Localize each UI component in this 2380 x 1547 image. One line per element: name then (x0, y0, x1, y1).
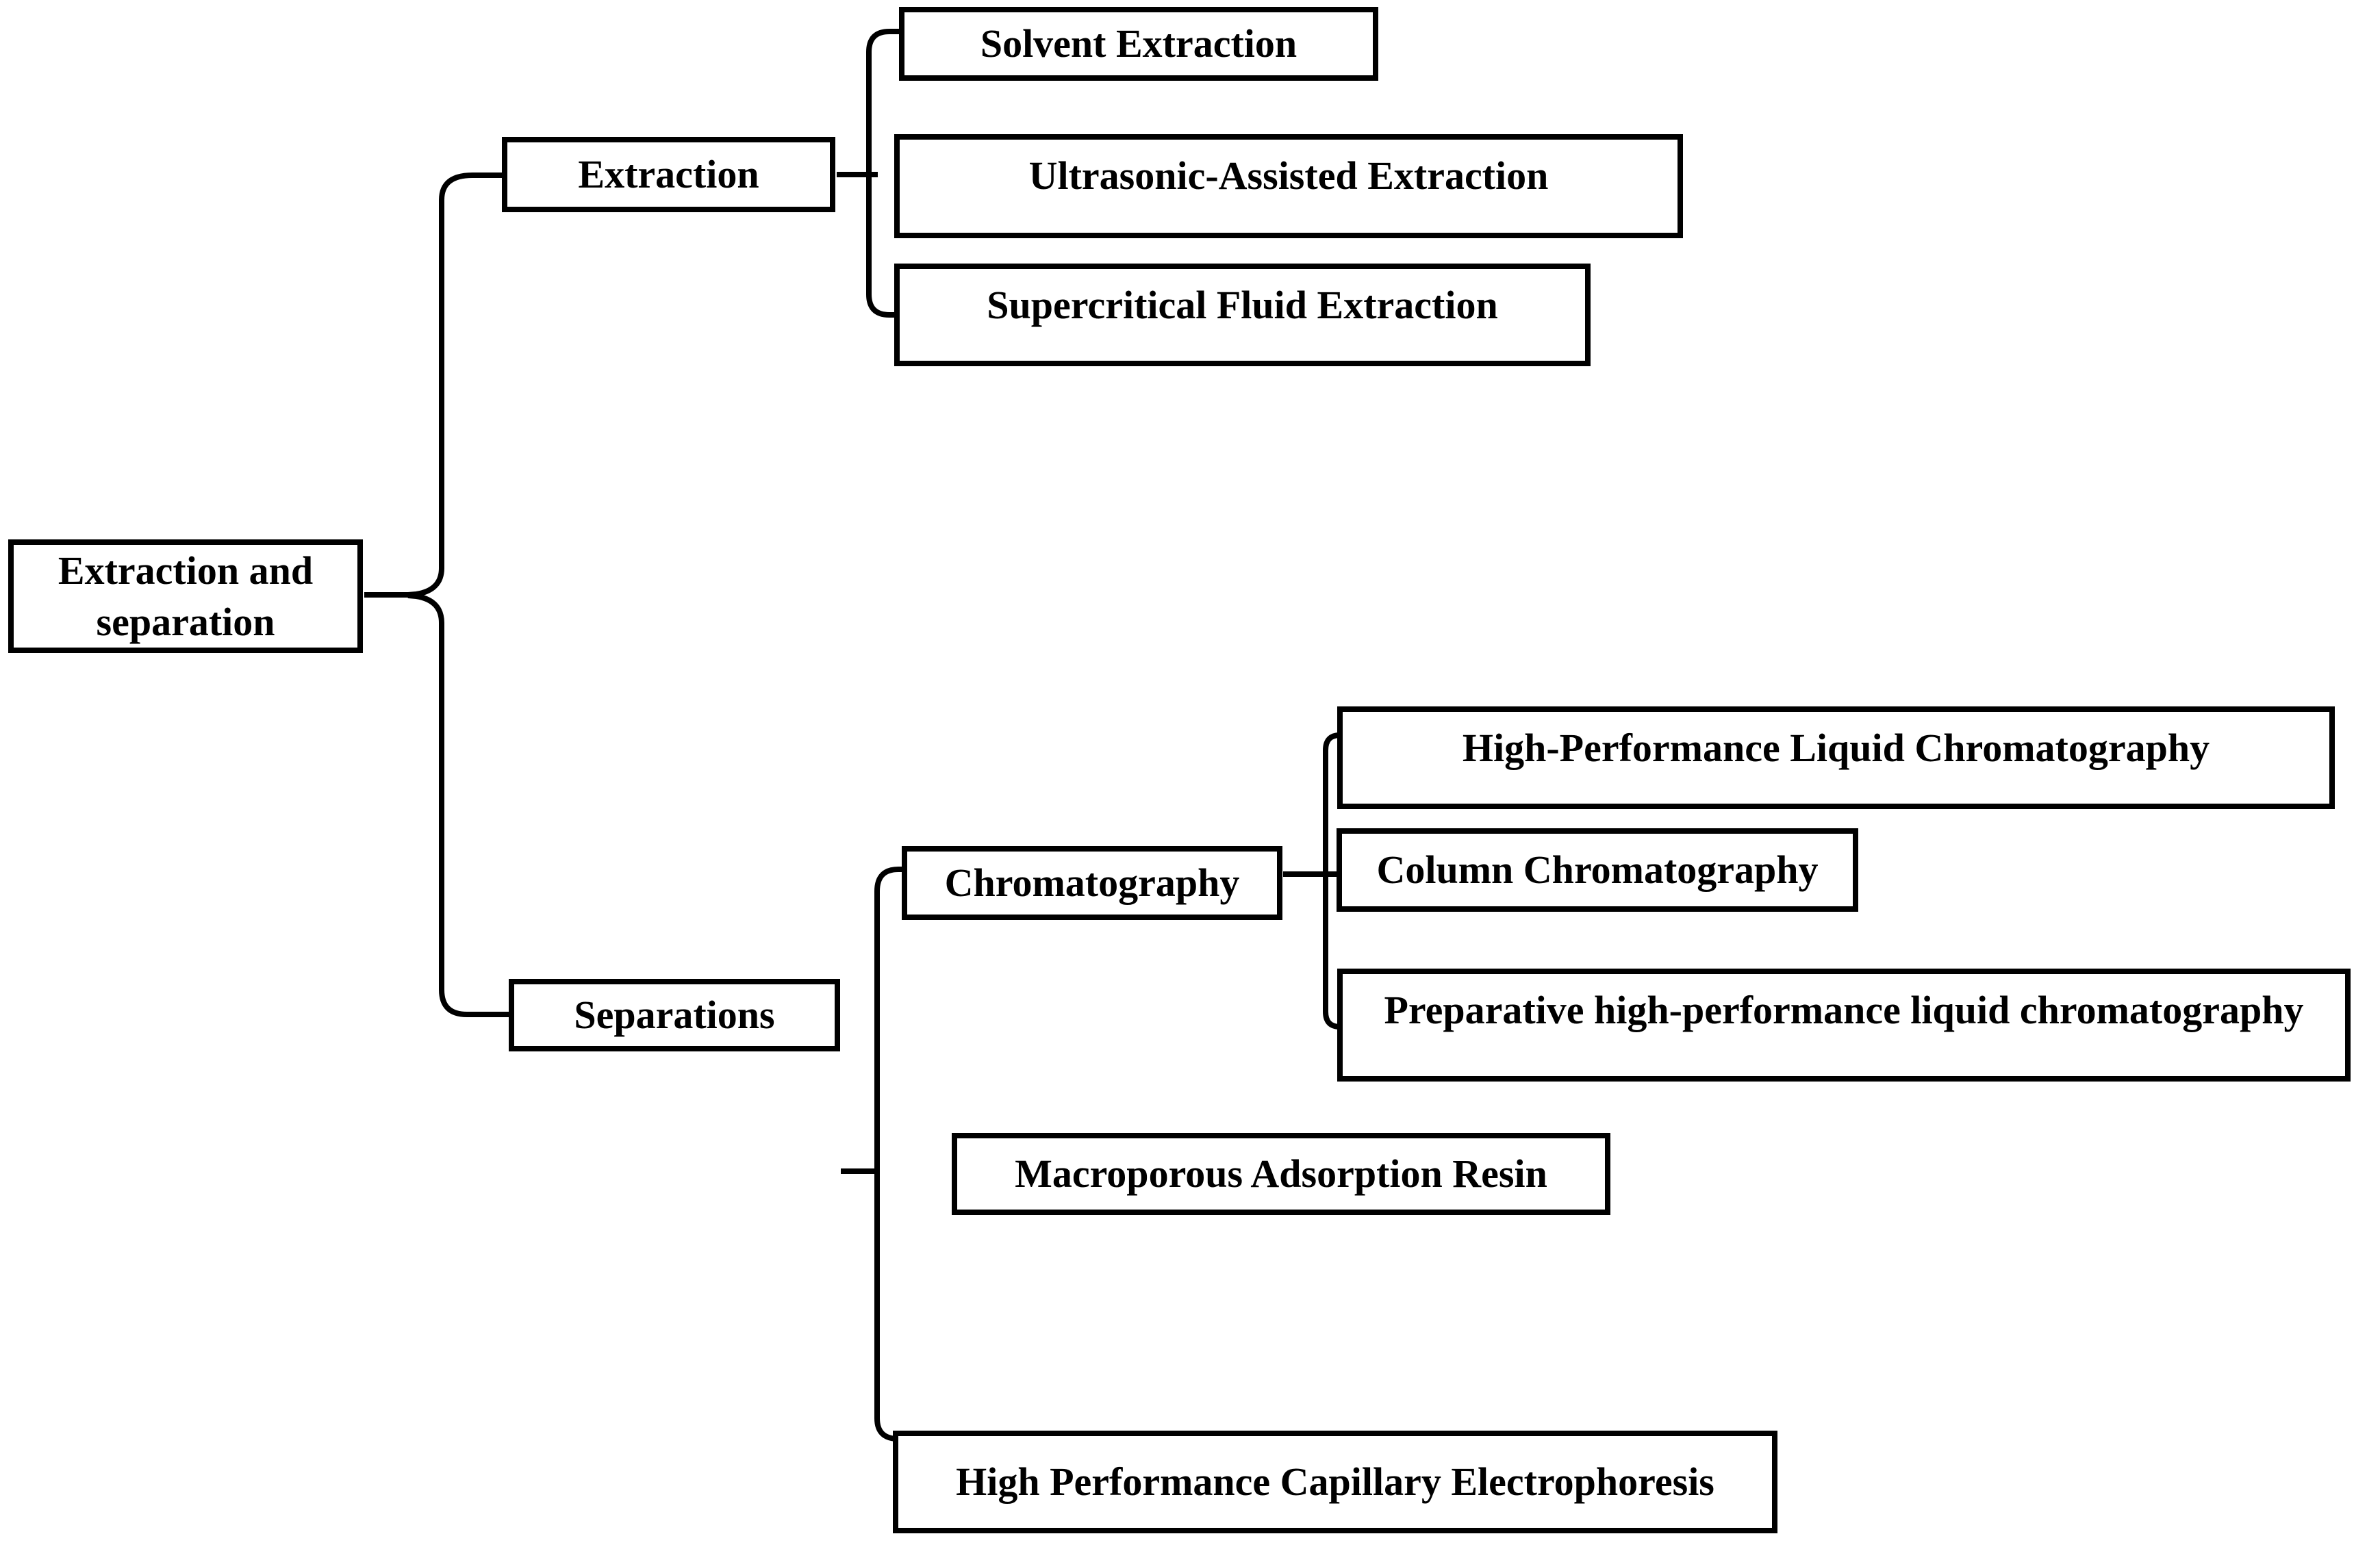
node-high-performance-capillary-electrophoresis: High Performance Capillary Electrophores… (893, 1431, 1777, 1533)
separations-children-trunk-connector (874, 867, 902, 1442)
node-separations: Separations (509, 979, 840, 1051)
root-brace-upper-connector (407, 172, 502, 598)
node-chromatography: Chromatography (902, 846, 1282, 920)
node-preparative-hplc: Preparative high-performance liquid chro… (1337, 969, 2351, 1082)
node-extraction: Extraction (502, 137, 835, 212)
chromatography-children-trunk-connector (1323, 732, 1341, 1030)
node-high-performance-liquid-chromatography: High-Performance Liquid Chromatography (1337, 706, 2335, 809)
node-solvent-extraction: Solvent Extraction (899, 7, 1378, 81)
node-column-chromatography: Column Chromatography (1337, 828, 1858, 912)
root-brace-lower-connector (407, 593, 509, 1017)
node-extraction-and-separation: Extraction and separation (8, 539, 363, 653)
node-macroporous-adsorption-resin: Macroporous Adsorption Resin (952, 1133, 1610, 1215)
node-supercritical-fluid-extraction: Supercritical Fluid Extraction (894, 264, 1591, 366)
node-ultrasonic-assisted-extraction: Ultrasonic-Assisted Extraction (894, 134, 1683, 238)
